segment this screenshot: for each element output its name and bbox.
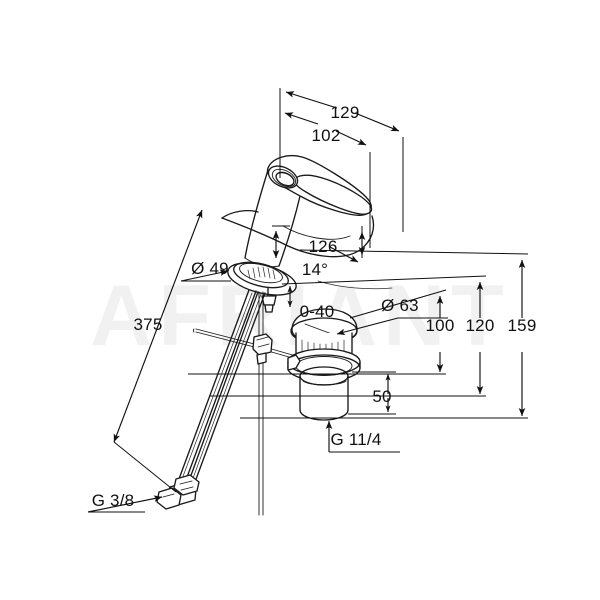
dimension-120: 120 <box>210 275 495 397</box>
popup-waste-assembly <box>287 308 361 421</box>
flexible-supply-hoses <box>175 289 266 491</box>
dimension-label-126: 126 <box>309 237 338 256</box>
dimension-100: 100 <box>188 289 455 375</box>
dimension-label-100: 100 <box>426 316 455 335</box>
dimension-159: 159 <box>240 249 537 419</box>
popup-linkage <box>192 328 297 365</box>
dimension-label-14deg: 14° <box>302 260 328 279</box>
popup-lift-rod <box>258 291 264 516</box>
dimension-375: 375 <box>113 209 203 493</box>
dimension-label-d63: Ø 63 <box>381 296 419 315</box>
dimension-0-40: 0-40 <box>287 285 335 321</box>
dimension-102: 102 <box>279 110 371 248</box>
dimension-label-120: 120 <box>466 316 495 335</box>
dimension-label-0-40: 0-40 <box>300 302 335 321</box>
dimension-label-d49: Ø 49 <box>191 259 229 278</box>
dimension-label-102: 102 <box>312 126 341 145</box>
dimension-126: 126 <box>272 225 366 263</box>
dimension-label-159: 159 <box>508 316 537 335</box>
faucet-shroud <box>221 210 375 258</box>
supply-connector-g38 <box>156 474 200 510</box>
callout-label-g38: G 3/8 <box>92 491 135 510</box>
base-knurling <box>247 266 276 280</box>
faucet-assembly <box>156 154 375 516</box>
faucet-spout-body <box>266 154 373 216</box>
callout-g38: G 3/8 <box>87 491 163 513</box>
dimension-label-129: 129 <box>331 103 360 122</box>
dimension-label-375: 375 <box>134 315 163 334</box>
callout-label-g114: G 11/4 <box>331 430 382 449</box>
dimension-50: 50 <box>348 371 396 415</box>
callout-g114: G 11/4 <box>325 420 400 453</box>
